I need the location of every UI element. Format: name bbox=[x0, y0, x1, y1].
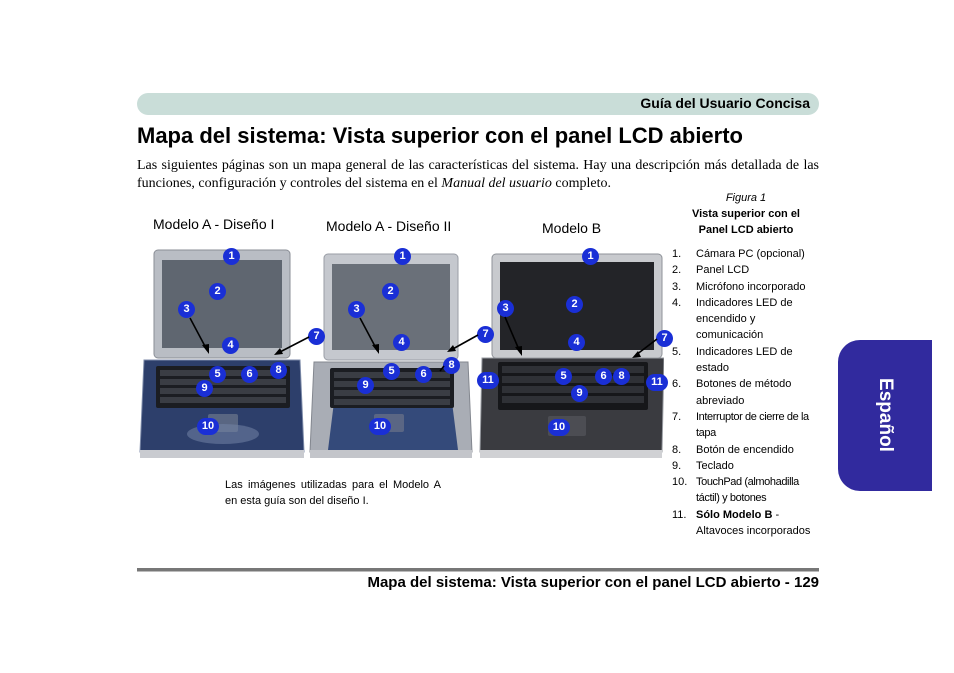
running-header-bar: Guía del Usuario Concisa bbox=[137, 93, 819, 115]
callout-a1-2: 2 bbox=[209, 283, 226, 300]
callout-b-8: 8 bbox=[613, 368, 630, 385]
legend-item-number: 11. bbox=[672, 508, 687, 521]
footer-divider-shadow bbox=[137, 571, 819, 572]
callout-b-5: 5 bbox=[555, 368, 572, 385]
legend-item-number: 3. bbox=[672, 280, 682, 293]
legend-item-number: 6. bbox=[672, 378, 682, 391]
callout-a1-4: 4 bbox=[222, 337, 239, 354]
legend-item-number: 10. bbox=[672, 476, 688, 489]
legend-item-text: Micrófono incorporado bbox=[696, 280, 806, 293]
figure-caption: Figura 1 Vista superior con el Panel LCD… bbox=[672, 190, 820, 238]
footer-page-title: Mapa del sistema: Vista superior con el … bbox=[367, 574, 819, 591]
legend-item-text: Interruptor de cierre de la tapa bbox=[696, 410, 809, 440]
legend-item-number: 5. bbox=[672, 345, 682, 358]
callout-a1-9: 9 bbox=[196, 380, 213, 397]
callout-b-2: 2 bbox=[566, 296, 583, 313]
callout-a1-5: 5 bbox=[209, 366, 226, 383]
figure-title-line1: Vista superior con el bbox=[691, 208, 800, 220]
page-title: Mapa del sistema: Vista superior con el … bbox=[137, 123, 743, 148]
legend-item: 1. Cámara PC (opcional) bbox=[672, 246, 820, 262]
laptop-model-a2-image bbox=[309, 253, 473, 458]
callout-a2-7: 7 bbox=[477, 326, 494, 343]
figure-label: Figura 1 bbox=[725, 192, 767, 204]
callout-a1-10: 10 bbox=[197, 418, 219, 435]
callout-a2-8: 8 bbox=[443, 357, 460, 374]
legend-item: 4. Indicadores LED de encendido y comunic… bbox=[672, 295, 820, 344]
callout-a2-1: 1 bbox=[394, 248, 411, 265]
intro-text-end: completo. bbox=[551, 176, 611, 191]
legend-item: 7. Interruptor de cierre de la tapa bbox=[672, 409, 820, 442]
legend-item-number: 1. bbox=[672, 248, 682, 260]
legend-item: 9. Teclado bbox=[672, 458, 820, 474]
legend-item-text: Cámara PC (opcional) bbox=[696, 248, 805, 260]
callout-a1-1: 1 bbox=[223, 248, 240, 265]
intro-paragraph: Las siguientes páginas son un mapa gener… bbox=[137, 157, 819, 193]
callout-b-4: 4 bbox=[568, 334, 585, 351]
running-header-title: Guía del Usuario Concisa bbox=[640, 95, 810, 111]
callout-b-11-right: 11 bbox=[646, 374, 668, 391]
figure-title-line2: Panel LCD abierto bbox=[698, 224, 794, 236]
legend-item-text: Botón de encendido bbox=[696, 443, 794, 456]
callout-b-7: 7 bbox=[656, 330, 673, 347]
callout-a2-4: 4 bbox=[393, 334, 410, 351]
legend-item: 10. TouchPad (almohadilla táctil) y boton… bbox=[672, 474, 820, 507]
callout-b-1: 1 bbox=[582, 248, 599, 265]
language-side-tab: Español bbox=[838, 340, 932, 491]
legend-item-text: TouchPad (almohadilla táctil) y botones bbox=[696, 476, 799, 505]
legend-item-text: Indicadores LED de estado bbox=[696, 345, 793, 375]
callout-a2-2: 2 bbox=[382, 283, 399, 300]
model-a2-label: Modelo A - Diseño II bbox=[326, 218, 452, 234]
intro-text: Las siguientes páginas son un mapa gener… bbox=[137, 158, 819, 191]
legend-item-text: Panel LCD bbox=[696, 264, 750, 277]
legend-item: 3. Micrófono incorporado bbox=[672, 279, 820, 295]
laptop-model-a1-image bbox=[139, 249, 305, 458]
callout-a2-6: 6 bbox=[415, 366, 432, 383]
callout-a1-7: 7 bbox=[308, 328, 325, 345]
intro-manual-reference: Manual del usuario bbox=[441, 176, 552, 191]
callout-b-11-left: 11 bbox=[477, 372, 499, 389]
legend-item-text: Teclado bbox=[696, 459, 734, 472]
callout-a2-3: 3 bbox=[348, 301, 365, 318]
callout-b-9: 9 bbox=[571, 385, 588, 402]
language-side-tab-label: Español bbox=[875, 378, 896, 452]
legend-item-bold: Sólo Modelo B bbox=[696, 508, 773, 521]
legend-item-number: 9. bbox=[672, 459, 682, 472]
callout-a2-5: 5 bbox=[383, 363, 400, 380]
legend-item: 8. Botón de encendido bbox=[672, 442, 820, 458]
callout-a2-10: 10 bbox=[369, 418, 391, 435]
figure-legend-list: 1. Cámara PC (opcional) 2. Panel LCD 3. Mic… bbox=[672, 246, 820, 539]
legend-item-number: 8. bbox=[672, 443, 682, 456]
legend-item: 2. Panel LCD bbox=[672, 262, 820, 278]
callout-a1-8: 8 bbox=[270, 362, 287, 379]
image-note: Las imágenes utilizadas para el Modelo A… bbox=[225, 479, 441, 507]
model-a1-label: Modelo A - Diseño I bbox=[153, 216, 275, 232]
legend-item: 5. Indicadores LED de estado bbox=[672, 344, 820, 377]
legend-item-number: 2. bbox=[672, 264, 682, 277]
legend-item-text: Indicadores LED de encendido y comunicac… bbox=[696, 296, 793, 342]
callout-b-6: 6 bbox=[595, 368, 612, 385]
legend-item: 11. Sólo Modelo B - Altavoces incorporado… bbox=[672, 507, 820, 540]
legend-item-number: 4. bbox=[672, 296, 682, 309]
legend-item-text: - Altavoces incorporados bbox=[696, 508, 811, 538]
callout-b-10: 10 bbox=[548, 419, 570, 436]
footer-divider bbox=[137, 568, 819, 571]
callout-b-3: 3 bbox=[497, 300, 514, 317]
legend-item-text: Botones de método abreviado bbox=[696, 378, 792, 407]
legend-item: 6. Botones de método abreviado bbox=[672, 376, 820, 409]
callout-a1-3: 3 bbox=[178, 301, 195, 318]
legend-item-number: 7. bbox=[672, 410, 682, 423]
legend-item-text-wrap: Sólo Modelo B - Altavoces incorporados bbox=[696, 507, 820, 540]
callout-a2-9: 9 bbox=[357, 377, 374, 394]
model-b-label: Modelo B bbox=[542, 220, 602, 236]
laptop-model-b-image bbox=[479, 253, 664, 458]
callout-a1-6: 6 bbox=[241, 366, 258, 383]
